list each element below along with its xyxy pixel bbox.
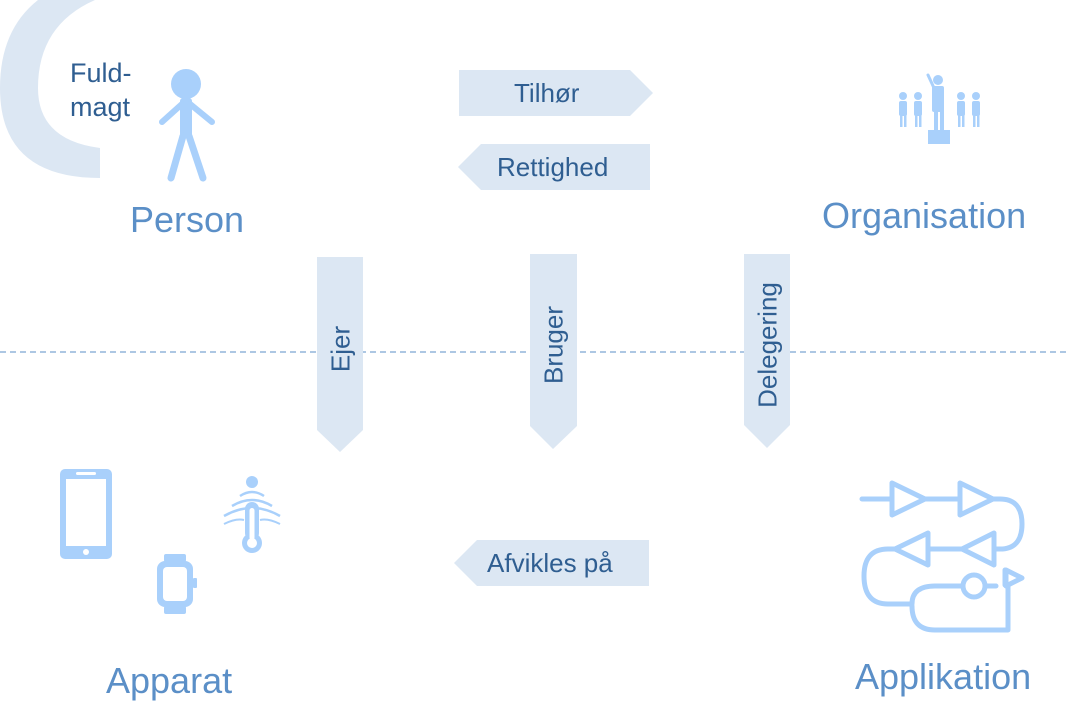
afvikles-arrow-shape	[454, 540, 649, 586]
ejer-label: Ejer	[325, 325, 356, 373]
fuldmagt-line1: Fuld-	[70, 58, 132, 88]
tilhor-label: Tilhør	[514, 78, 580, 108]
watch-icon	[157, 554, 197, 614]
fuldmagt-curved-arrow	[0, 0, 100, 178]
delegering-arrow-shape	[744, 254, 790, 448]
apparat-label: Apparat	[106, 660, 233, 701]
applikation-label: Applikation	[855, 656, 1032, 697]
ejer-arrow-shape	[317, 257, 363, 452]
person-icon	[159, 69, 215, 182]
bruger-label: Bruger	[538, 305, 569, 385]
tilhor-arrow-shape	[459, 70, 653, 116]
organisation-icon	[899, 73, 980, 144]
thermometer-sensor-icon	[223, 476, 281, 553]
rettighed-arrow-shape	[458, 144, 650, 190]
person-label: Person	[130, 199, 245, 240]
organisation-label: Organisation	[822, 195, 1027, 236]
bruger-arrow-shape	[530, 254, 577, 449]
fuldmagt-line2: magt	[70, 92, 131, 122]
phone-icon	[60, 469, 112, 559]
rettighed-label: Rettighed	[497, 152, 609, 182]
fuldmagt-label: Fuld- magt	[70, 56, 132, 124]
delegering-label: Delegering	[752, 282, 783, 408]
afvikles-label: Afvikles på	[487, 548, 613, 578]
flow-process-icon	[859, 480, 1025, 633]
